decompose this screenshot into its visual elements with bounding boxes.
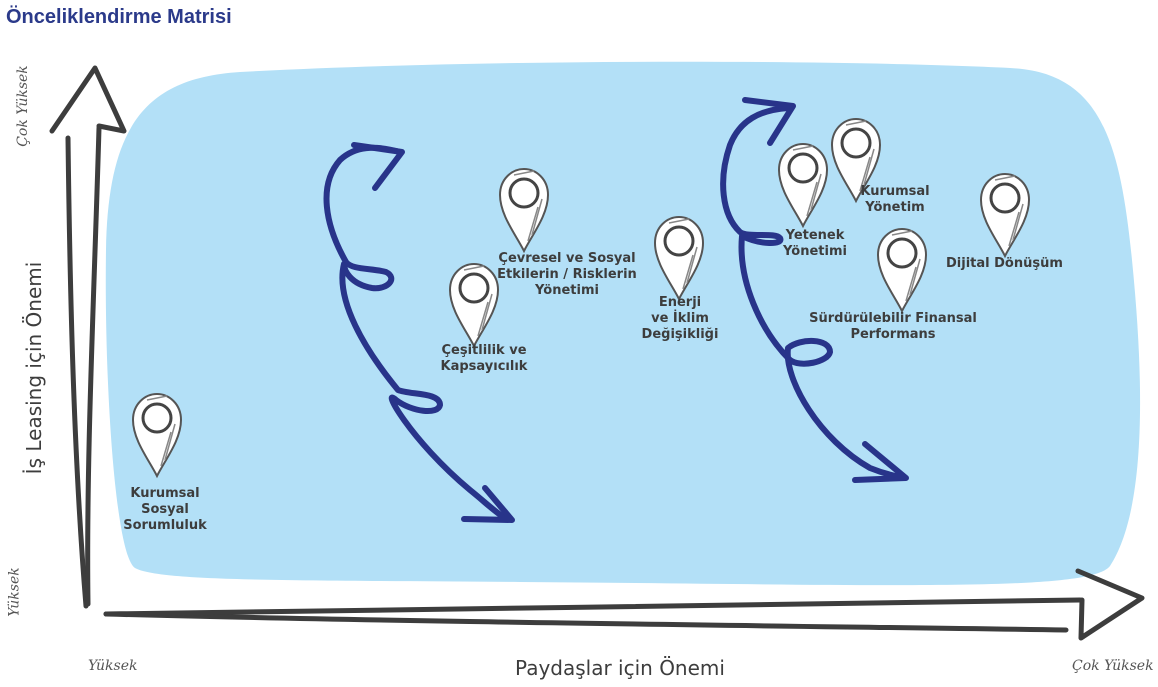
right-curly-arrow — [720, 97, 909, 483]
y-axis — [49, 65, 127, 609]
pin-icon-kurumsal — [830, 117, 882, 204]
left-curly-arrow — [323, 142, 515, 523]
x-tick-right: Çok Yüksek — [1072, 658, 1154, 674]
priority-region — [105, 61, 1141, 586]
x-axis — [103, 568, 1145, 641]
pin-icon-enerji — [653, 215, 705, 302]
y-axis-label: İş Leasing için Önemi — [22, 261, 46, 475]
pin-icon-surdurulebilir — [876, 227, 928, 314]
pin-icon-dijital — [979, 172, 1031, 259]
pin-icon-cevresel — [498, 167, 550, 254]
pin-icon-kss — [131, 392, 183, 479]
y-tick-top: Çok Yüksek — [14, 65, 31, 147]
y-tick-bottom: Yüksek — [6, 567, 23, 617]
page-title: Önceliklendirme Matrisi — [6, 6, 232, 28]
pin-icon-cesitlilik — [448, 262, 500, 349]
topic-label-dijital: Dijital Dönüşüm — [946, 256, 1063, 271]
x-axis-label: Paydaşlar için Önemi — [515, 656, 725, 680]
x-tick-left: Yüksek — [88, 658, 138, 674]
pin-layer — [131, 117, 1031, 479]
pin-icon-yetenek — [777, 142, 829, 229]
